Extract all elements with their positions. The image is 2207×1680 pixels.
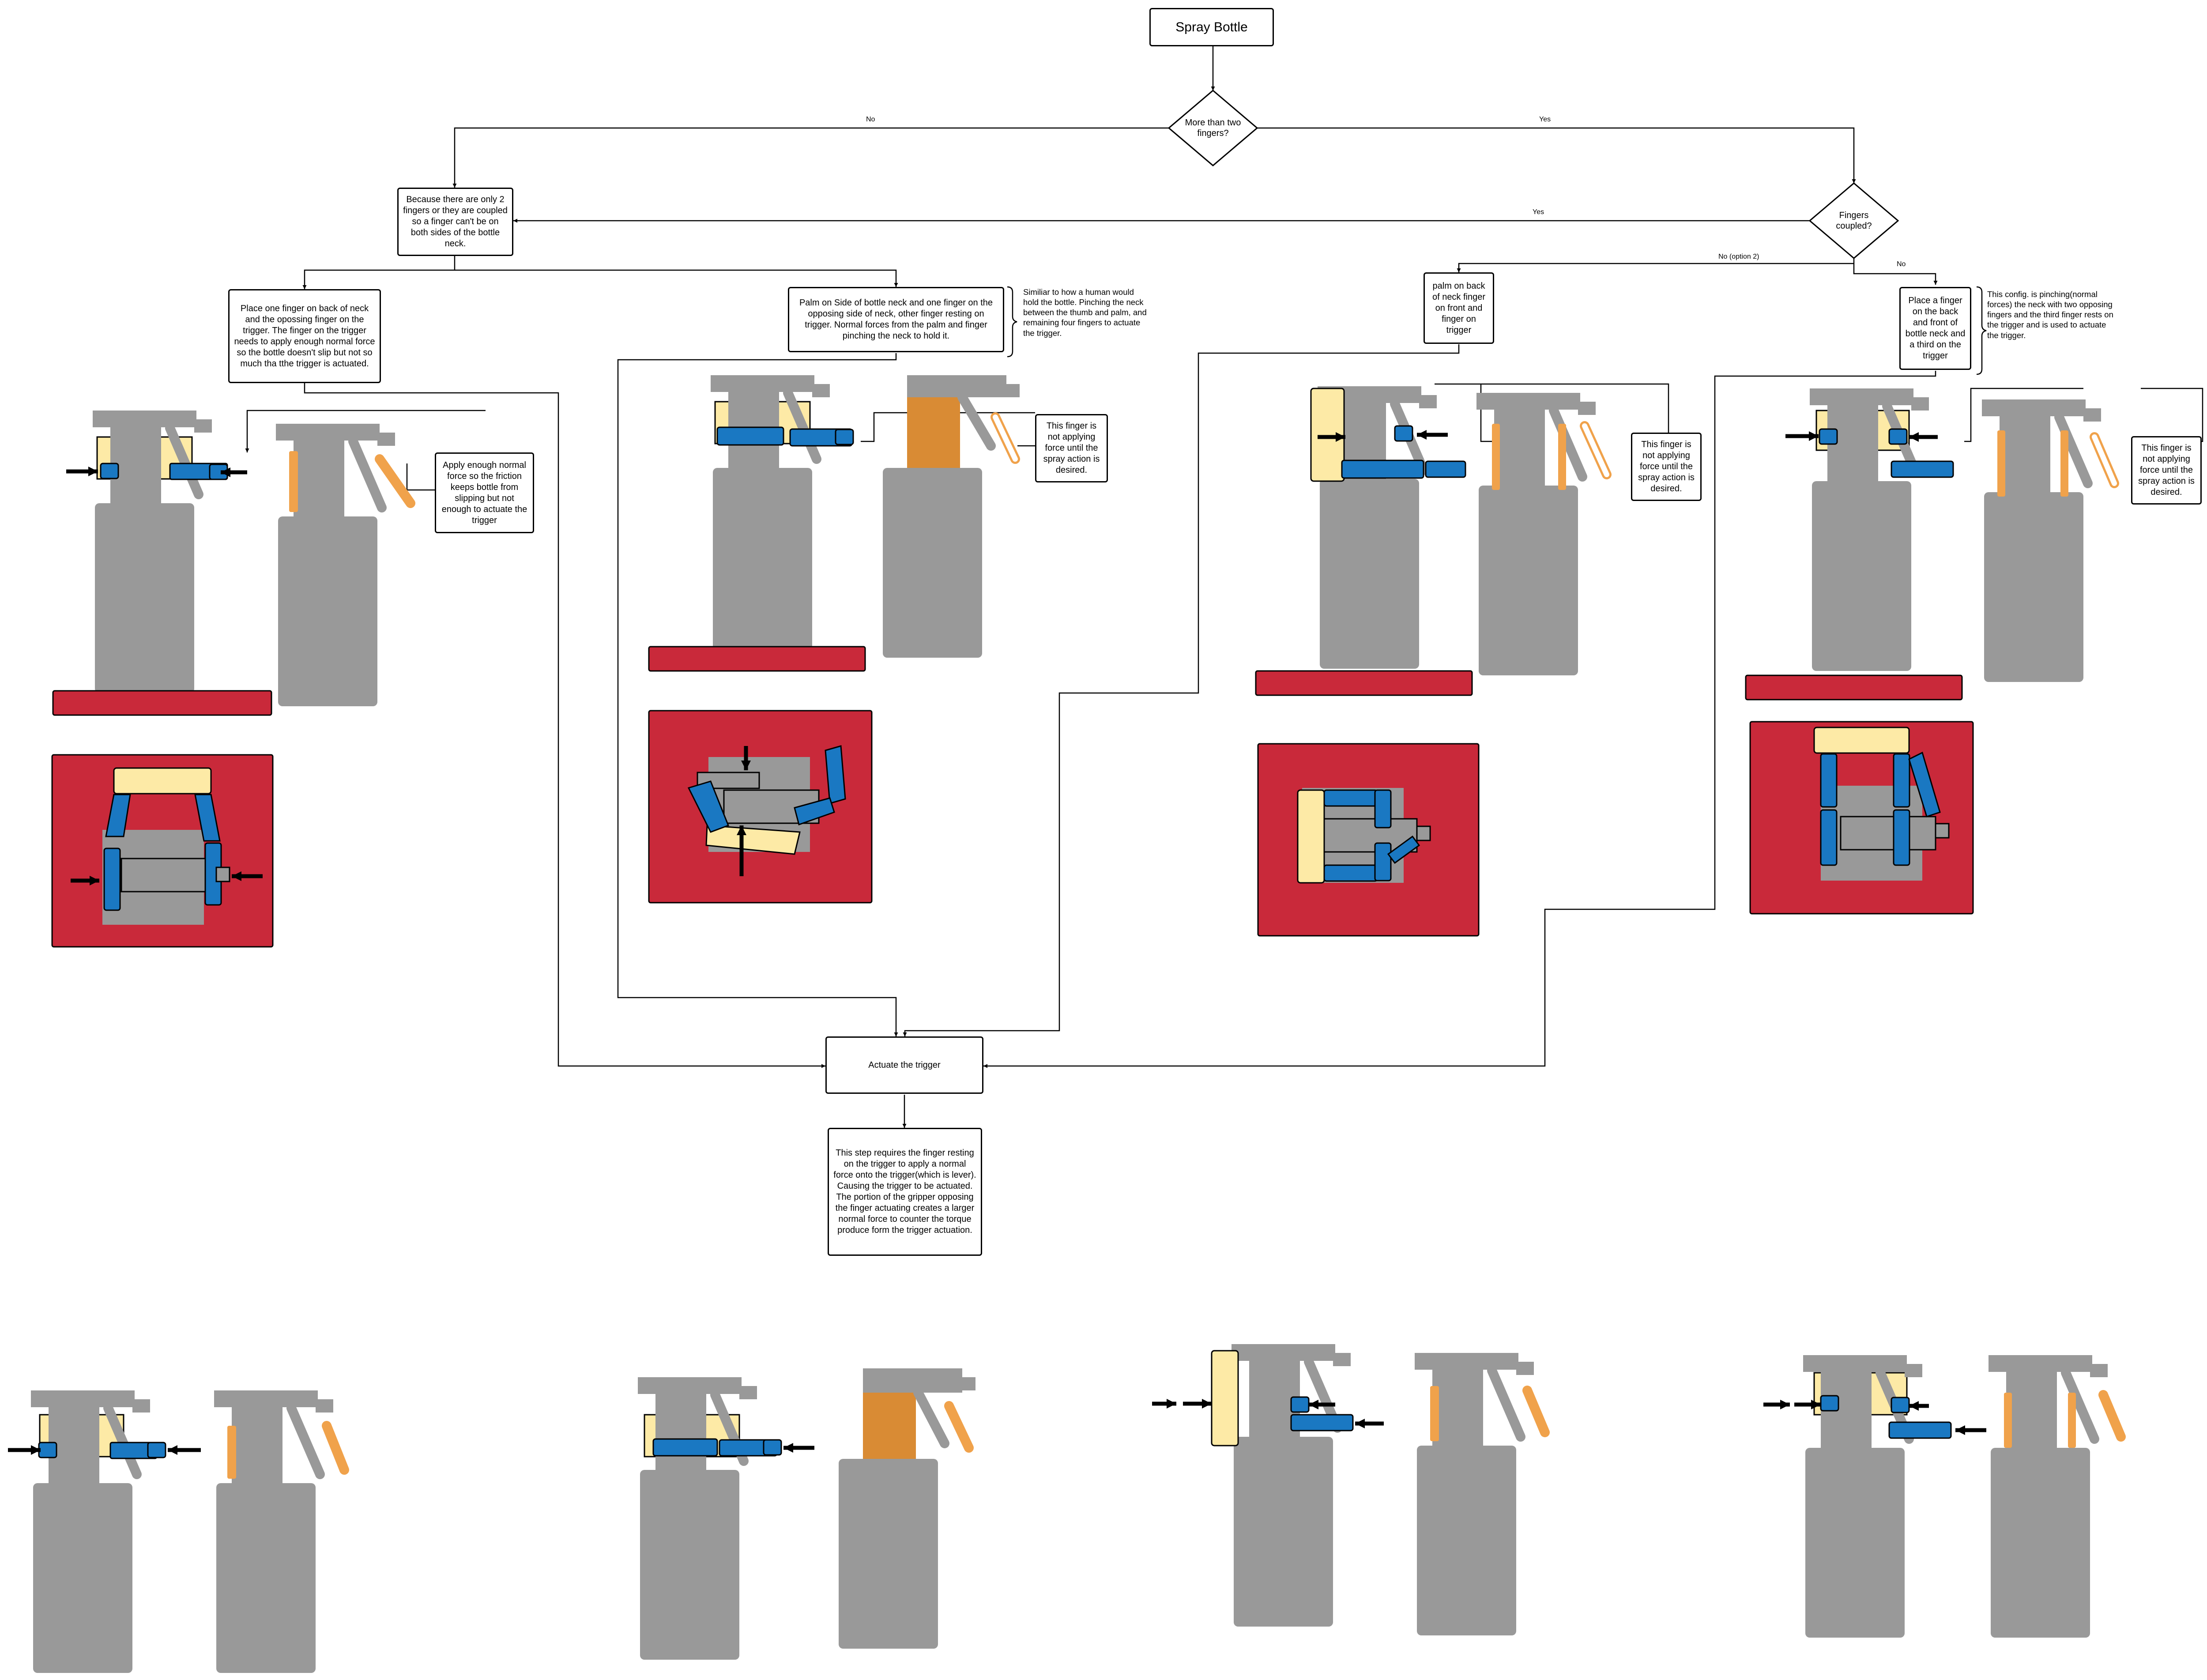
config3-callout-box: This finger is not applying force until … — [1631, 433, 1702, 501]
config2-side-view-gripper — [648, 375, 866, 672]
config4-side-view-gripper — [1745, 388, 1963, 701]
config1-instruction-box: Place one finger on back of neck and the… — [228, 289, 381, 383]
config4-side-view-bottle — [1982, 399, 2119, 682]
config3-side-view-gripper — [1255, 386, 1473, 696]
actuate-trigger-node: Actuate the trigger — [825, 1036, 983, 1094]
decision-fingers-coupled — [1808, 182, 1899, 259]
edge-label-yes: Yes — [1539, 116, 1551, 123]
actuation-config3-bottle — [1415, 1353, 1550, 1635]
config2-side-note: Similiar to how a human would hold the b… — [1023, 287, 1147, 338]
edge-label-no-option-2: No (option 2) — [1718, 253, 1759, 260]
actuation-config1-bottle — [214, 1390, 349, 1673]
config3-side-view-bottle — [1476, 393, 1612, 675]
config4-side-note: This config. is pinching(normal forces) … — [1987, 290, 2113, 340]
actuation-config4-bottle — [1989, 1355, 2126, 1638]
config3-top-view — [1257, 743, 1480, 937]
config4-instruction-box: Place a finger on the back and front of … — [1899, 287, 1971, 370]
config1-side-view-gripper — [52, 411, 272, 716]
actuate-trigger-description: This step requires the finger resting on… — [828, 1128, 982, 1256]
note-brace-config2 — [1007, 286, 1017, 358]
config3-instruction-box: palm on back of neck finger on front and… — [1424, 272, 1494, 344]
config2-top-view — [648, 710, 873, 904]
edge-label-no: No — [866, 116, 875, 123]
config2-instruction-box: Palm on Side of bottle neck and one fing… — [788, 287, 1004, 352]
config1-top-view — [51, 754, 274, 948]
config2-callout-box: This finger is not applying force until … — [1035, 414, 1108, 482]
actuation-config2-bottle — [839, 1368, 975, 1649]
decision-fingers-coupled-label: Fingers coupled? — [1836, 211, 1872, 231]
decision-more-than-two-fingers-label: More than two fingers? — [1185, 118, 1241, 138]
actuation-config3-gripper — [1152, 1344, 1384, 1627]
two-fingers-explanation-box: Because there are only 2 fingers or they… — [397, 188, 513, 256]
config4-callout-box: This finger is not applying force until … — [2131, 436, 2202, 505]
actuation-config2-gripper — [638, 1377, 814, 1660]
edge-label-yes-coupled: Yes — [1533, 208, 1544, 216]
config2-side-view-bottle — [883, 375, 1020, 658]
actuation-config4-gripper — [1763, 1355, 1986, 1638]
edge-label-no-coupled: No — [1897, 260, 1906, 268]
config1-side-view-bottle — [276, 424, 415, 706]
connectors — [245, 46, 2203, 1128]
config1-callout-box: Apply enough normal force so the frictio… — [435, 452, 534, 533]
decision-more-than-two-fingers — [1168, 90, 1258, 166]
start-node-spray-bottle: Spray Bottle — [1149, 8, 1274, 46]
note-brace-config4 — [1976, 286, 1987, 375]
actuation-config1-gripper — [8, 1390, 201, 1673]
config4-top-view — [1749, 721, 1974, 915]
